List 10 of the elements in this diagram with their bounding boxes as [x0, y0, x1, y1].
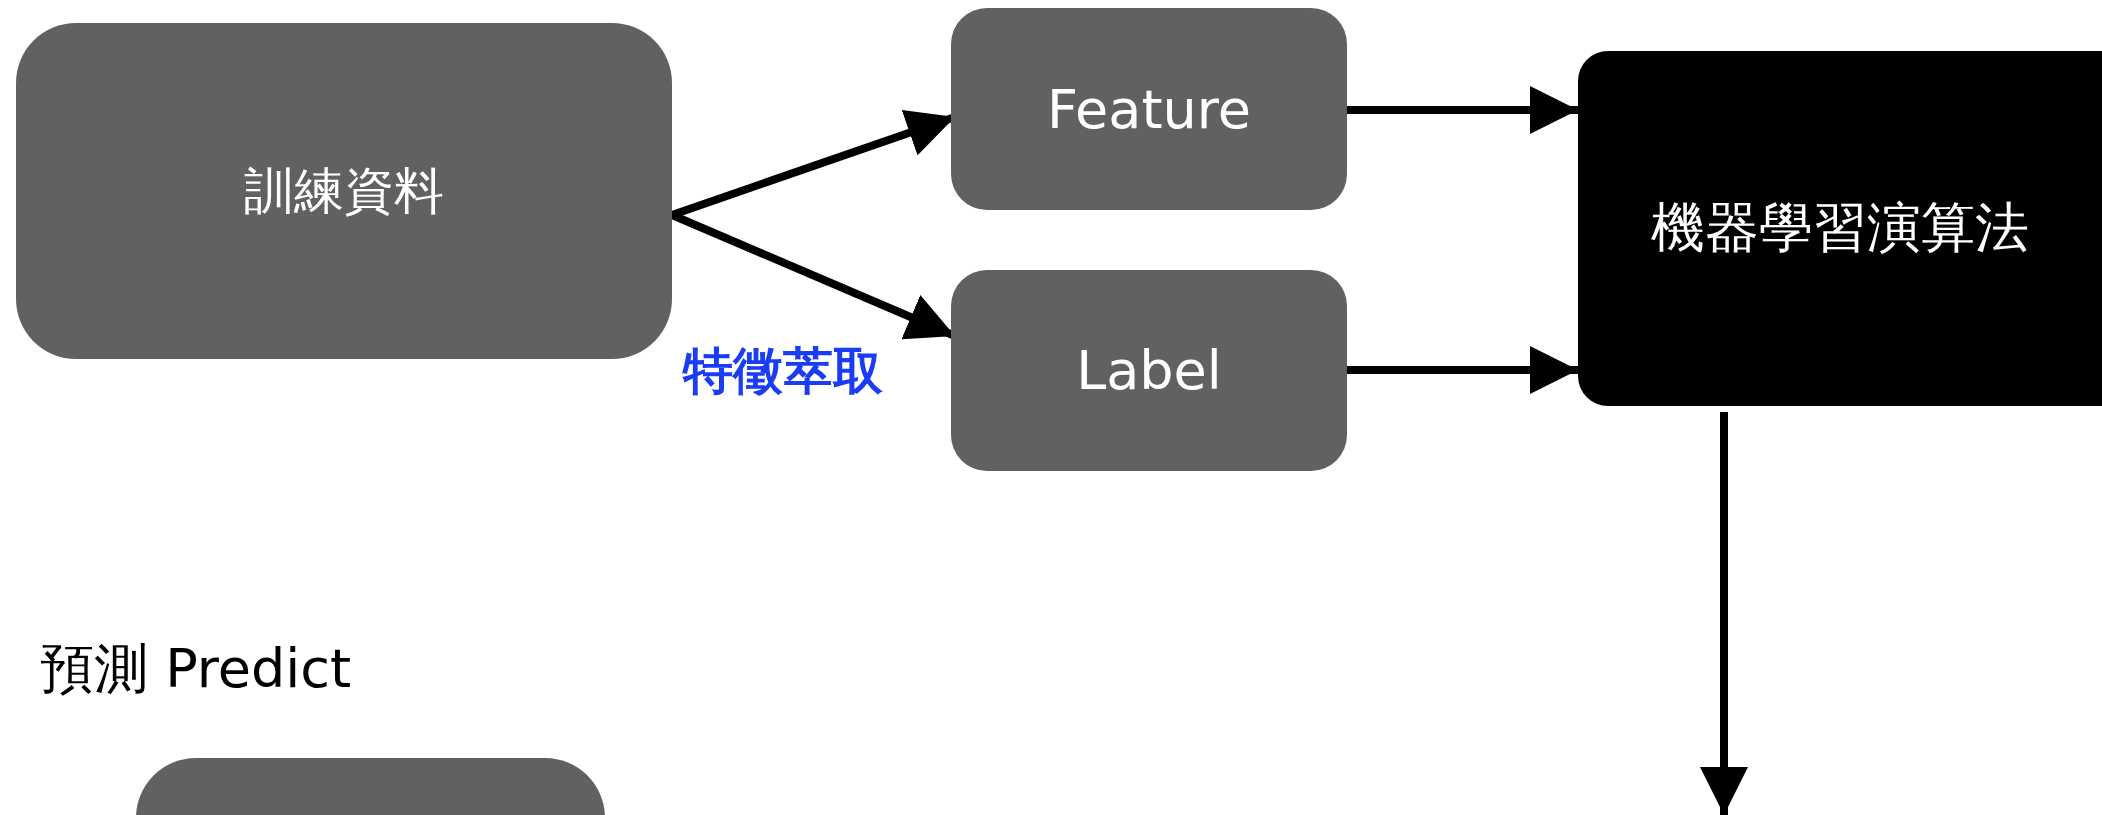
process-box: [16, 23, 672, 359]
step-label: 特徵萃取: [683, 341, 883, 402]
box-text: 機器學習演算法: [1651, 195, 2029, 261]
process-box: [951, 8, 1347, 210]
box-text: Feature: [1046, 77, 1252, 141]
section-heading: 預測 Predict: [40, 636, 352, 702]
process-box: [951, 270, 1347, 471]
box-text: 訓練資料: [244, 160, 444, 222]
box-text: Label: [1076, 339, 1222, 402]
algorithm-box: [1578, 51, 2102, 406]
